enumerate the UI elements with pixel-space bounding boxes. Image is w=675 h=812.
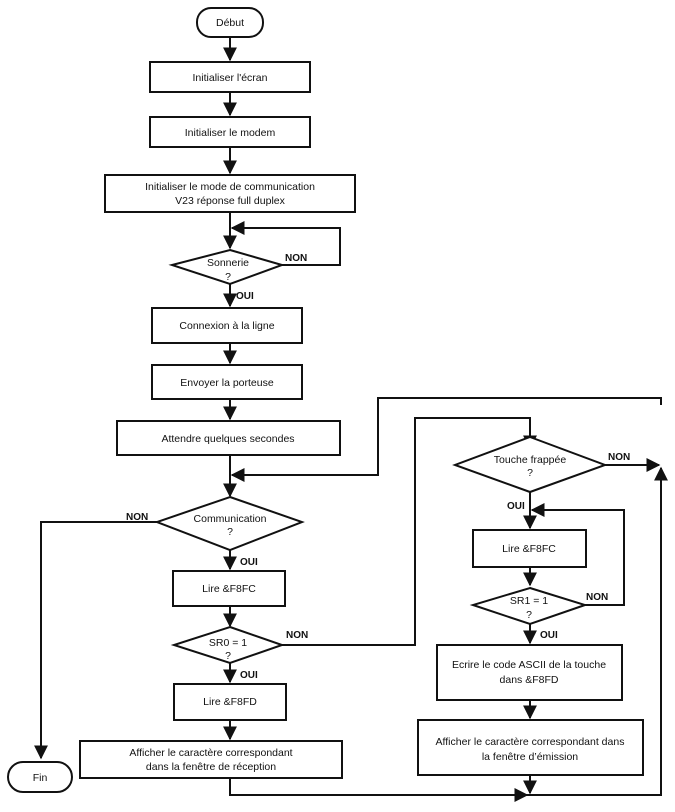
decision-sr1-q: ? [526, 609, 532, 621]
connectors [34, 37, 668, 802]
step-connect: Connexion à la ligne [151, 307, 303, 344]
step-show-rx: Afficher le caractère correspondant dans… [79, 740, 343, 779]
decision-sr0: SR0 = 1 ? [170, 625, 286, 665]
step-init-mode-label-1: Initialiser le mode de communication [145, 181, 315, 193]
decision-comm-label: Communication [194, 513, 267, 525]
decision-ring: Sonnerie ? [168, 248, 286, 286]
decision-key-q: ? [527, 467, 533, 479]
decision-ring-label: Sonnerie [207, 257, 249, 269]
step-init-screen: Initialiser l'écran [149, 61, 311, 93]
step-init-mode-label-2: V23 réponse full duplex [175, 195, 285, 207]
decision-sr1-label: SR1 = 1 [510, 595, 548, 607]
sr0-no-label: NON [286, 630, 308, 641]
show-rx-to-merge [229, 778, 529, 802]
step-read-fd-label: Lire &F8FD [203, 696, 257, 708]
comm-yes-label: OUI [240, 557, 258, 568]
right-return-line [527, 466, 668, 796]
step-wait-label: Attendre quelques secondes [161, 433, 294, 445]
key-yes-label: OUI [507, 501, 525, 512]
comm-no-label: NON [126, 512, 148, 523]
step-read-fc-right: Lire &F8FC [472, 529, 587, 568]
step-read-fc-left: Lire &F8FC [172, 570, 286, 607]
step-read-fc-left-label: Lire &F8FC [202, 583, 256, 595]
step-read-fd: Lire &F8FD [173, 683, 287, 721]
start-terminal: Début [196, 7, 264, 38]
step-connect-label: Connexion à la ligne [179, 320, 274, 332]
return-to-comm [230, 397, 662, 482]
step-write-ascii: Ecrire le code ASCII de la touche dans &… [436, 644, 623, 701]
step-show-rx-label-1: Afficher le caractère correspondant [129, 747, 292, 759]
decision-sr0-label: SR0 = 1 [209, 637, 247, 649]
step-init-modem: Initialiser le modem [149, 116, 311, 148]
step-wait: Attendre quelques secondes [116, 420, 341, 456]
sr0-yes-label: OUI [240, 670, 258, 681]
step-show-tx-label-2: la fenêtre d’émission [482, 751, 578, 763]
decision-comm: Communication ? [154, 495, 305, 552]
step-show-rx-label-2: dans la fenêtre de réception [146, 761, 276, 773]
decision-key-label: Touche frappée [494, 454, 567, 466]
ring-no-loop [230, 221, 341, 266]
step-init-mode: Initialiser le mode de communication V23… [104, 174, 356, 213]
sr1-no-label: NON [586, 592, 608, 603]
key-no-label: NON [608, 452, 630, 463]
step-show-tx: Afficher le caractère correspondant dans… [417, 719, 644, 776]
end-label: Fin [33, 772, 48, 784]
ring-yes-label: OUI [236, 291, 254, 302]
decision-sr0-q: ? [225, 650, 231, 662]
start-label: Début [216, 17, 244, 29]
step-carrier-label: Envoyer la porteuse [180, 377, 274, 389]
step-read-fc-right-label: Lire &F8FC [502, 543, 556, 555]
decision-ring-q: ? [225, 271, 231, 283]
decision-sr1: SR1 = 1 ? [469, 586, 589, 626]
step-init-screen-label: Initialiser l'écran [193, 72, 268, 84]
step-init-modem-label: Initialiser le modem [185, 127, 276, 139]
comm-no-to-end [34, 521, 158, 760]
decision-comm-q: ? [227, 526, 233, 538]
sr0-no-to-key [282, 417, 537, 646]
branch-labels: NON OUI NON OUI NON OUI NON OUI NON OUI [126, 253, 630, 681]
end-terminal: Fin [7, 761, 73, 793]
sr1-no-loop [530, 503, 625, 606]
sr1-yes-label: OUI [540, 630, 558, 641]
step-carrier: Envoyer la porteuse [151, 364, 303, 400]
step-write-label-2: dans &F8FD [500, 674, 559, 686]
step-write-label-1: Ecrire le code ASCII de la touche [452, 659, 606, 671]
step-show-tx-label-1: Afficher le caractère correspondant dans [436, 736, 625, 748]
ring-no-label: NON [285, 253, 307, 264]
decision-key: Touche frappée ? [452, 435, 608, 494]
